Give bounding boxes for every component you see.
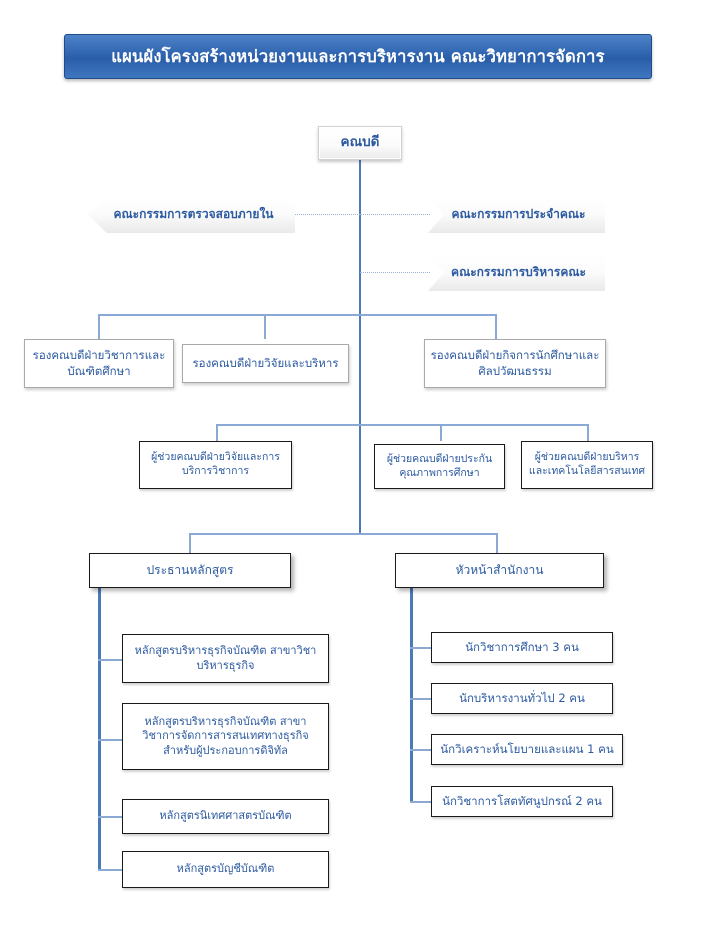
node-assistant-dean-admin-it[interactable]: ผู้ช่วยคณบดีฝ่ายบริหารและเทคโนโลยีสารสนเ… <box>521 441 653 489</box>
connector-dotted-right-committee-1 <box>360 214 430 215</box>
connector-bottom-split-bus <box>189 533 498 535</box>
node-vice-dean-academic-label: รองคณบดีฝ่ายวิชาการและบัณฑิตศึกษา <box>32 348 166 378</box>
connector-staff-stub-1 <box>410 647 432 649</box>
connector-dotted-right-committee-2 <box>360 272 430 273</box>
node-committee-faculty-executive[interactable]: คณะกรรมการบริหารคณะ <box>428 254 605 291</box>
node-staff-general-administrators-label: นักบริหารงานทั่วไป 2 คน <box>459 690 585 705</box>
chart-title-banner: แผนผังโครงสร้างหน่วยงานและการบริหารงาน ค… <box>64 34 652 79</box>
node-vice-dean-student-affairs[interactable]: รองคณบดีฝ่ายกิจการนักศึกษาและศิลปวัฒนธรร… <box>424 339 606 388</box>
node-staff-policy-analyst[interactable]: นักวิเคราะห์นโยบายและแผน 1 คน <box>431 734 623 765</box>
node-assistant-dean-admin-it-label: ผู้ช่วยคณบดีฝ่ายบริหารและเทคโนโลยีสารสนเ… <box>528 451 646 477</box>
node-committee-faculty-executive-label: คณะกรรมการบริหารคณะ <box>451 265 586 279</box>
node-program-communication-arts[interactable]: หลักสูตรนิเทศศาสตรบัณฑิต <box>122 799 329 834</box>
connector-programs-spine <box>98 588 101 871</box>
node-dean[interactable]: คณบดี <box>318 126 402 160</box>
node-program-chair-label: ประธานหลักสูตร <box>146 562 234 577</box>
connector-vicedean-drop-1 <box>98 314 100 339</box>
node-program-communication-arts-label: หลักสูตรนิเทศศาสตรบัณฑิต <box>159 809 292 823</box>
node-vice-dean-academic[interactable]: รองคณบดีฝ่ายวิชาการและบัณฑิตศึกษา <box>24 339 174 388</box>
node-program-digital-business-information-label: หลักสูตรบริหารธุรกิจบัณฑิต สาขาวิชาการจั… <box>142 714 309 757</box>
connector-staff-stub-3 <box>410 749 432 751</box>
node-assistant-dean-research-service-label: ผู้ช่วยคณบดีฝ่ายวิจัยและการบริการวิชาการ <box>151 451 280 477</box>
node-office-head-label: หัวหน้าสำนักงาน <box>455 562 544 577</box>
node-program-digital-business-information[interactable]: หลักสูตรบริหารธุรกิจบัณฑิต สาขาวิชาการจั… <box>122 703 329 770</box>
node-committee-faculty-board[interactable]: คณะกรรมการประจำคณะ <box>428 196 605 233</box>
connector-vicedean-drop-3 <box>495 314 497 339</box>
connector-vicedean-bus <box>98 314 496 316</box>
connector-staff-stub-2 <box>410 698 432 700</box>
connector-asstdean-drop-1 <box>216 424 218 441</box>
connector-programchair-drop <box>189 533 191 553</box>
node-staff-audiovisual-officers[interactable]: นักวิชาการโสตทัศนูปกรณ์ 2 คน <box>431 786 613 817</box>
connector-dean-trunk <box>359 160 361 533</box>
page-title: แผนผังโครงสร้างหน่วยงานและการบริหารงาน ค… <box>111 46 605 66</box>
node-committee-faculty-board-label: คณะกรรมการประจำคณะ <box>451 207 586 221</box>
connector-officehead-drop <box>496 533 498 553</box>
node-program-chair[interactable]: ประธานหลักสูตร <box>89 553 291 588</box>
node-staff-academic-officers-label: นักวิชาการศึกษา 3 คน <box>465 639 579 654</box>
node-staff-policy-analyst-label: นักวิเคราะห์นโยบายและแผน 1 คน <box>440 741 614 756</box>
node-assistant-dean-research-service[interactable]: ผู้ช่วยคณบดีฝ่ายวิจัยและการบริการวิชาการ <box>139 441 292 489</box>
node-dean-label: คณบดี <box>340 134 380 151</box>
node-committee-internal-audit-label: คณะกรรมการตรวจสอบภายใน <box>113 207 274 221</box>
connector-dotted-left-committee <box>293 214 360 215</box>
node-staff-academic-officers[interactable]: นักวิชาการศึกษา 3 คน <box>431 632 613 663</box>
connector-program-stub-3 <box>98 816 123 818</box>
connector-vicedean-drop-2 <box>264 314 266 339</box>
connector-staff-stub-4 <box>410 801 432 803</box>
node-program-accountancy[interactable]: หลักสูตรบัญชีบัณฑิต <box>122 851 329 888</box>
connector-asstdean-drop-2 <box>440 424 442 441</box>
node-program-accountancy-label: หลักสูตรบัญชีบัณฑิต <box>176 862 275 876</box>
node-committee-internal-audit[interactable]: คณะกรรมการตรวจสอบภายใน <box>88 196 295 233</box>
connector-program-stub-2 <box>98 739 123 741</box>
connector-asstdean-drop-3 <box>587 424 589 441</box>
node-vice-dean-research[interactable]: รองคณบดีฝ่ายวิจัยและบริหาร <box>182 344 349 383</box>
node-program-business-administration[interactable]: หลักสูตรบริหารธุรกิจบัณฑิต สาขาวิชาบริหา… <box>122 634 329 683</box>
node-assistant-dean-quality-assurance[interactable]: ผู้ช่วยคณบดีฝ่ายประกันคุณภาพการศึกษา <box>374 444 505 489</box>
node-vice-dean-research-label: รองคณบดีฝ่ายวิจัยและบริหาร <box>192 355 339 370</box>
connector-program-stub-4 <box>98 869 123 871</box>
node-staff-audiovisual-officers-label: นักวิชาการโสตทัศนูปกรณ์ 2 คน <box>442 793 602 808</box>
node-office-head[interactable]: หัวหน้าสำนักงาน <box>395 553 604 588</box>
node-vice-dean-student-affairs-label: รองคณบดีฝ่ายกิจการนักศึกษาและศิลปวัฒนธรร… <box>430 348 600 378</box>
node-program-business-administration-label: หลักสูตรบริหารธุรกิจบัณฑิต สาขาวิชาบริหา… <box>134 643 317 672</box>
connector-program-stub-1 <box>98 659 123 661</box>
connector-staff-spine <box>410 588 413 802</box>
node-assistant-dean-quality-assurance-label: ผู้ช่วยคณบดีฝ่ายประกันคุณภาพการศึกษา <box>386 452 493 479</box>
node-staff-general-administrators[interactable]: นักบริหารงานทั่วไป 2 คน <box>431 683 613 714</box>
connector-asstdean-bus <box>216 424 588 426</box>
